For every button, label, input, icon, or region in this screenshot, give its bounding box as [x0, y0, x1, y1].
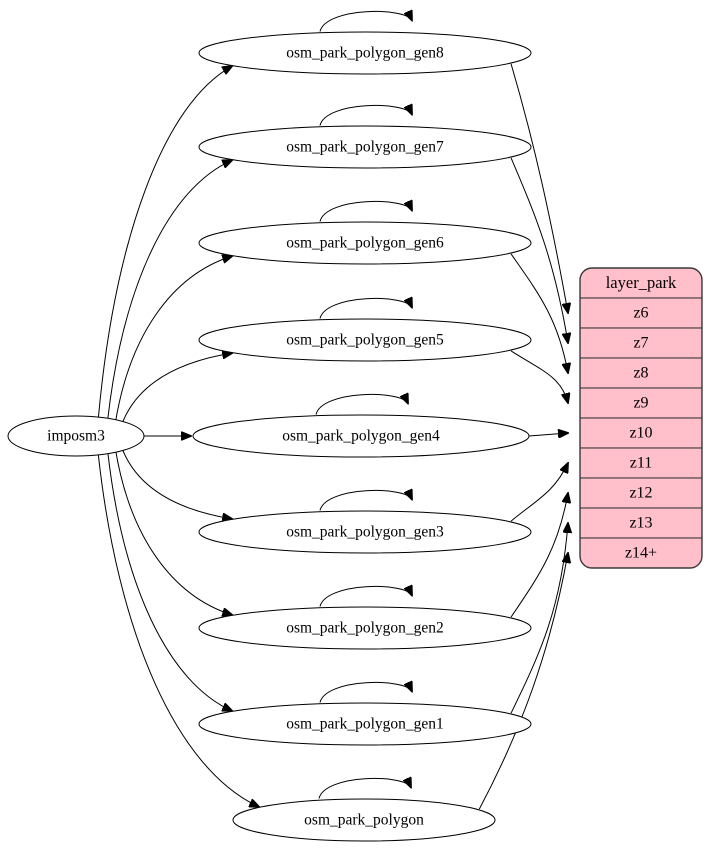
- edge-gen1-to-z13: [510, 523, 568, 714]
- node-gen7[interactable]: osm_park_polygon_gen7: [198, 125, 532, 169]
- node-gen3[interactable]: osm_park_polygon_gen3: [198, 510, 532, 554]
- edge-gen8-to-z6: [510, 63, 568, 313]
- edge-imposm3-to-gen6: [114, 256, 232, 425]
- edge-imposm3-to-gen2: [114, 447, 232, 615]
- edge-imposm3-to-gen8: [97, 66, 232, 418]
- table-row-label-z13: z13: [629, 515, 652, 532]
- table-row-z13[interactable]: [580, 507, 702, 539]
- node-label-gen6: osm_park_polygon_gen6: [286, 235, 444, 252]
- edges-source-to-generalization-nodes: [97, 66, 259, 807]
- node-ellipse-gen4[interactable]: [192, 414, 530, 458]
- self-loop-gen6: [319, 201, 412, 222]
- node-label-gen1: osm_park_polygon_gen1: [286, 716, 444, 733]
- node-ellipse-gen7[interactable]: [198, 125, 532, 169]
- node-ellipse-gen6[interactable]: [198, 221, 532, 265]
- generalization-nodes: osm_park_polygon_gen8 osm_park_polygon_ge…: [192, 31, 532, 842]
- edge-base-to-z14+: [478, 553, 568, 810]
- node-gen5[interactable]: osm_park_polygon_gen5: [198, 318, 532, 362]
- node-ellipse-gen8[interactable]: [198, 31, 532, 75]
- edge-gen6-to-z8: [510, 253, 568, 373]
- node-gen4[interactable]: osm_park_polygon_gen4: [192, 414, 530, 458]
- node-gen1[interactable]: osm_park_polygon_gen1: [198, 702, 532, 746]
- node-ellipse-gen2[interactable]: [198, 606, 532, 650]
- table-outline: [579, 267, 703, 569]
- table-header-label: layer_park: [606, 273, 677, 292]
- table-row-label-z7: z7: [633, 335, 648, 352]
- table-row-z12[interactable]: [580, 477, 702, 509]
- table-row-label-z14+: z14+: [625, 545, 657, 562]
- self-loop-base: [318, 778, 411, 799]
- self-loop-gen5: [319, 298, 412, 319]
- self-loop-gen1: [319, 682, 412, 703]
- node-label-gen4: osm_park_polygon_gen4: [282, 428, 440, 445]
- table-row-label-z11: z11: [630, 455, 653, 472]
- node-base[interactable]: osm_park_polygon: [232, 798, 496, 842]
- node-ellipse-gen3[interactable]: [198, 510, 532, 554]
- self-loop-edges: [315, 11, 412, 799]
- node-label-imposm3: imposm3: [47, 428, 105, 445]
- node-label-base: osm_park_polygon: [304, 812, 424, 829]
- edge-imposm3-to-gen7: [107, 160, 233, 421]
- node-gen2[interactable]: osm_park_polygon_gen2: [198, 606, 532, 650]
- edge-gen5-to-z9: [510, 350, 568, 403]
- edge-gen3-to-z11: [510, 463, 568, 522]
- node-label-gen7: osm_park_polygon_gen7: [286, 139, 444, 156]
- table-row-z14+[interactable]: [580, 537, 702, 568]
- edge-gen2-to-z12: [510, 493, 568, 618]
- source-node: imposm3: [7, 415, 145, 457]
- edge-gen4-to-z10: [528, 433, 568, 436]
- node-imposm3[interactable]: imposm3: [7, 415, 145, 457]
- edge-imposm3-to-gen3: [119, 441, 232, 519]
- self-loop-gen7: [319, 105, 412, 126]
- self-loop-gen3: [319, 490, 412, 511]
- layer-park-table: layer_park z6 z7 z8 z9 z10 z11 z12 z13 z14+: [579, 267, 703, 569]
- edge-imposm3-to-gen5: [119, 353, 232, 431]
- table-row-z10[interactable]: [580, 417, 702, 449]
- node-label-gen3: osm_park_polygon_gen3: [286, 524, 444, 541]
- table-row-label-z12: z12: [629, 485, 652, 502]
- self-loop-gen8: [319, 11, 412, 32]
- node-label-gen2: osm_park_polygon_gen2: [286, 620, 444, 637]
- node-ellipse-base[interactable]: [232, 798, 496, 842]
- edge-imposm3-to-gen1: [107, 451, 232, 711]
- table-row-label-z6: z6: [633, 305, 648, 322]
- table-row-label-z10: z10: [629, 425, 652, 442]
- table-row-z9[interactable]: [580, 387, 702, 419]
- node-ellipse-imposm3[interactable]: [7, 415, 145, 457]
- edge-gen7-to-z7: [510, 157, 568, 343]
- node-gen6[interactable]: osm_park_polygon_gen6: [198, 221, 532, 265]
- node-gen8[interactable]: osm_park_polygon_gen8: [198, 31, 532, 75]
- edges-node-to-layer-rows: [478, 63, 568, 810]
- table-row-z11[interactable]: [580, 447, 702, 479]
- node-ellipse-gen5[interactable]: [198, 318, 532, 362]
- node-label-gen5: osm_park_polygon_gen5: [286, 332, 444, 349]
- table-row-z7[interactable]: [580, 327, 702, 359]
- table-row-label-z8: z8: [633, 365, 648, 382]
- table-row-label-z9: z9: [633, 395, 648, 412]
- edge-imposm3-to-base: [97, 454, 259, 806]
- self-loop-gen4: [315, 394, 408, 415]
- self-loop-gen2: [319, 586, 412, 607]
- node-label-gen8: osm_park_polygon_gen8: [286, 45, 444, 62]
- node-ellipse-gen1[interactable]: [198, 702, 532, 746]
